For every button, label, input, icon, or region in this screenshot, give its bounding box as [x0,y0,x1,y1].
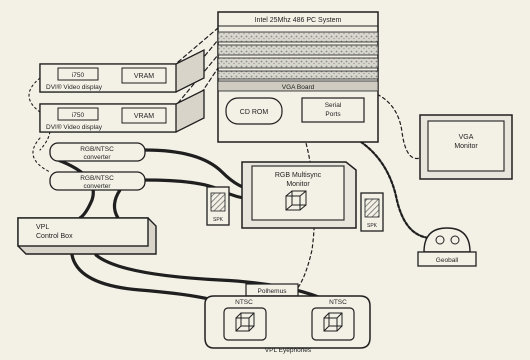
vga-monitor-label-2: Monitor [454,143,478,150]
eyephones-right-label: NTSC [329,299,347,306]
geoball-button-left [435,235,445,245]
geoball-button-right [450,235,460,245]
rgb-multisync-monitor: RGB Multisync Monitor [241,161,357,229]
video-display-1-label: DVI® Video display [46,83,103,91]
video-display-card-2: i750 VRAM DVI® Video display [39,88,205,133]
speaker-left-grille [210,192,226,212]
eyephones-left-label: NTSC [235,299,253,306]
converter-2-label-2: converter [83,183,111,190]
cdrom-label: CD ROM [240,109,269,116]
pc-system-box: Intel 25Mhz 486 PC System VGA Board CD R… [217,11,379,143]
eyephones-label: VPL Eyephones [265,347,312,354]
video-display-2-label: DVI® Video display [46,123,103,131]
video-display-card-1: i750 VRAM DVI® Video display [39,48,205,93]
video-display-1-chip: i750 [72,72,85,79]
expansion-slot-4 [217,70,379,80]
rgb-monitor-cube-icon [285,190,307,211]
speaker-right-grille [364,198,380,218]
eyephones-right-cube-icon [323,312,343,332]
vpl-control-box-label-2: Control Box [36,233,73,240]
expansion-slot-2 [217,44,379,56]
video-display-2-chip: i750 [72,112,85,119]
speaker-left: SPK [206,186,230,226]
converter-1-label-2: converter [83,154,111,161]
vga-monitor-label-1: VGA [459,134,474,141]
eyephones-right-screen [311,307,355,341]
eyephones-left-screen [223,307,267,341]
video-display-1-vram: VRAM [134,73,154,80]
video-display-2-vram: VRAM [134,113,154,120]
converter-2-to-monitor-cable [143,178,258,202]
speaker-right: SPK [360,192,384,232]
rgb-monitor-label-2: Monitor [286,181,310,188]
converter-1-to-control-box-cable [56,158,95,220]
rgb-ntsc-converter-2: RGB/NTSC converter [49,171,146,191]
converter-2-label-1: RGB/NTSC [80,175,114,182]
pc-to-vga-monitor-cable [371,91,421,160]
converter-2-to-control-box-cable [112,188,122,220]
speaker-left-label: SPK [213,217,224,223]
vpl-eyephones: NTSC NTSC VPL Eyephones [204,295,371,354]
pc-system-title: Intel 25Mhz 486 PC System [255,17,342,24]
vpl-control-box-label-1: VPL [36,224,49,231]
vpl-control-box: VPL Control Box [17,217,157,255]
polhemus-tracker: Polhemus [245,283,299,297]
geoball: Geoball [417,227,477,267]
polhemus-label: Polhemus [258,288,288,295]
vga-board-slot [217,80,379,92]
rgb-ntsc-converter-1: RGB/NTSC converter [49,142,146,162]
eyephones-left-cube-icon [235,312,255,332]
rgb-monitor-label-1: RGB Multisync [275,172,322,179]
dvi-1-to-pc-cable [177,27,219,63]
dvi-2-to-converter-lead [32,137,51,173]
speaker-right-label: SPK [367,223,378,229]
vga-board-label: VGA Board [282,84,315,91]
serial-ports-label-1: Serial [325,102,342,109]
converter-1-label-1: RGB/NTSC [80,146,114,153]
serial-to-geoball-cable [341,130,432,240]
cdrom-drive [225,97,283,125]
serial-ports [301,97,365,123]
expansion-slot-1 [217,31,379,43]
geoball-label: Geoball [436,257,459,264]
expansion-slot-3 [217,57,379,69]
vga-monitor: VGA Monitor [419,114,513,180]
control-box-to-eyephones-cable-right [94,253,340,308]
serial-ports-label-2: Ports [325,111,341,118]
